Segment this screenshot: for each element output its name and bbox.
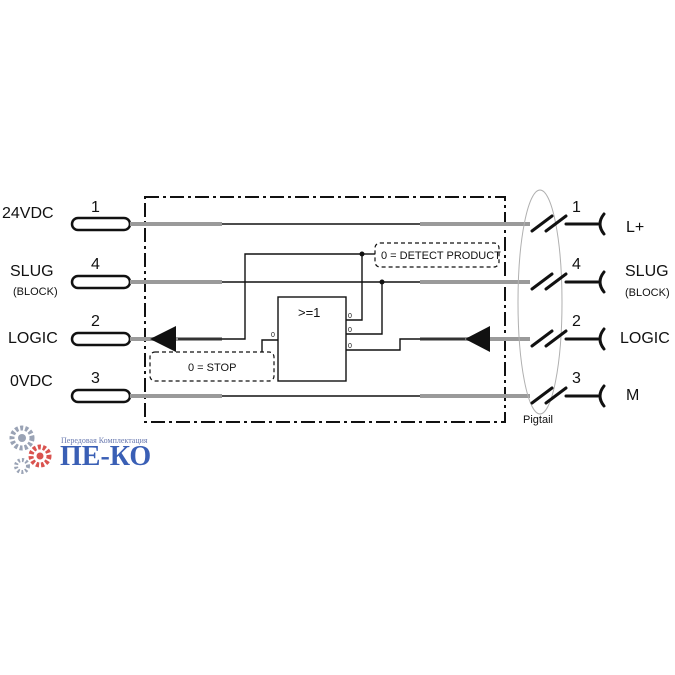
left-pin-24vdc: 24VDC 1 — [2, 199, 100, 222]
right-pin-m: 3 M — [572, 370, 639, 404]
junction-dot — [379, 279, 385, 285]
left-pin-label: 24VDC — [2, 205, 54, 222]
logo-subtitle: Передовая Комплектация — [61, 436, 148, 445]
left-connectors — [70, 216, 132, 404]
logo-text: ПЕ-КО — [60, 441, 151, 472]
stop-annotation: 0 = STOP — [149, 351, 275, 382]
right-pin-label: LOGIC — [620, 330, 670, 347]
right-pin-lplus: 1 L+ — [572, 199, 644, 236]
company-logo: Передовая Комплектация ПЕ-КО — [9, 425, 151, 474]
left-pin-slug: SLUG (BLOCK) 4 — [10, 256, 100, 298]
right-pin-label: L+ — [626, 219, 644, 236]
pigtail-ellipse — [517, 189, 563, 415]
left-pin-number: 3 — [91, 370, 100, 387]
left-pin-sublabel: (BLOCK) — [13, 286, 58, 298]
main-wires — [178, 223, 465, 397]
left-pin-label: LOGIC — [8, 330, 58, 347]
left-pin-label: 0VDC — [10, 373, 53, 390]
left-pin-0vdc: 0VDC 3 — [10, 370, 100, 390]
or-gate: >=1 0 0 0 0 — [271, 296, 352, 382]
left-pin-number: 2 — [91, 313, 100, 330]
left-connector-pill — [70, 331, 132, 347]
right-connectors — [530, 212, 606, 408]
left-connector-pill — [70, 388, 132, 404]
right-pin-label: M — [626, 387, 639, 404]
stop-text: 0 = STOP — [188, 362, 236, 374]
right-pin-number: 4 — [572, 256, 581, 273]
gate-output-zero: 0 — [348, 343, 352, 350]
device-boundary — [144, 196, 506, 423]
right-pin-slug: 4 SLUG (BLOCK) — [572, 256, 670, 299]
left-pin-number: 1 — [91, 199, 100, 216]
junction-dot — [359, 251, 365, 257]
right-pin-sublabel: (BLOCK) — [625, 287, 670, 299]
left-pin-number: 4 — [91, 256, 100, 273]
gate-output-zero: 0 — [348, 313, 352, 320]
detect-annotation: 0 = DETECT PRODUCT — [374, 242, 501, 268]
pigtail-label: Pigtail — [523, 414, 553, 426]
left-pin-logic: LOGIC 2 — [8, 313, 100, 347]
gate-label: >=1 — [298, 305, 320, 320]
right-pin-number: 2 — [572, 313, 581, 330]
left-pin-label: SLUG — [10, 263, 54, 280]
detect-text: 0 = DETECT PRODUCT — [381, 250, 501, 262]
gate-input-zero: 0 — [271, 332, 275, 339]
right-logic-arrow — [465, 326, 490, 352]
right-pin-number: 1 — [572, 199, 581, 216]
right-pin-number: 3 — [572, 370, 581, 387]
right-pin-label: SLUG — [625, 263, 669, 280]
left-logic-arrow — [150, 326, 176, 352]
left-connector-pill — [70, 216, 132, 232]
gear-icon — [9, 425, 52, 474]
right-pin-logic: 2 LOGIC — [572, 313, 670, 347]
gate-output-zero: 0 — [348, 327, 352, 334]
left-connector-pill — [70, 274, 132, 290]
